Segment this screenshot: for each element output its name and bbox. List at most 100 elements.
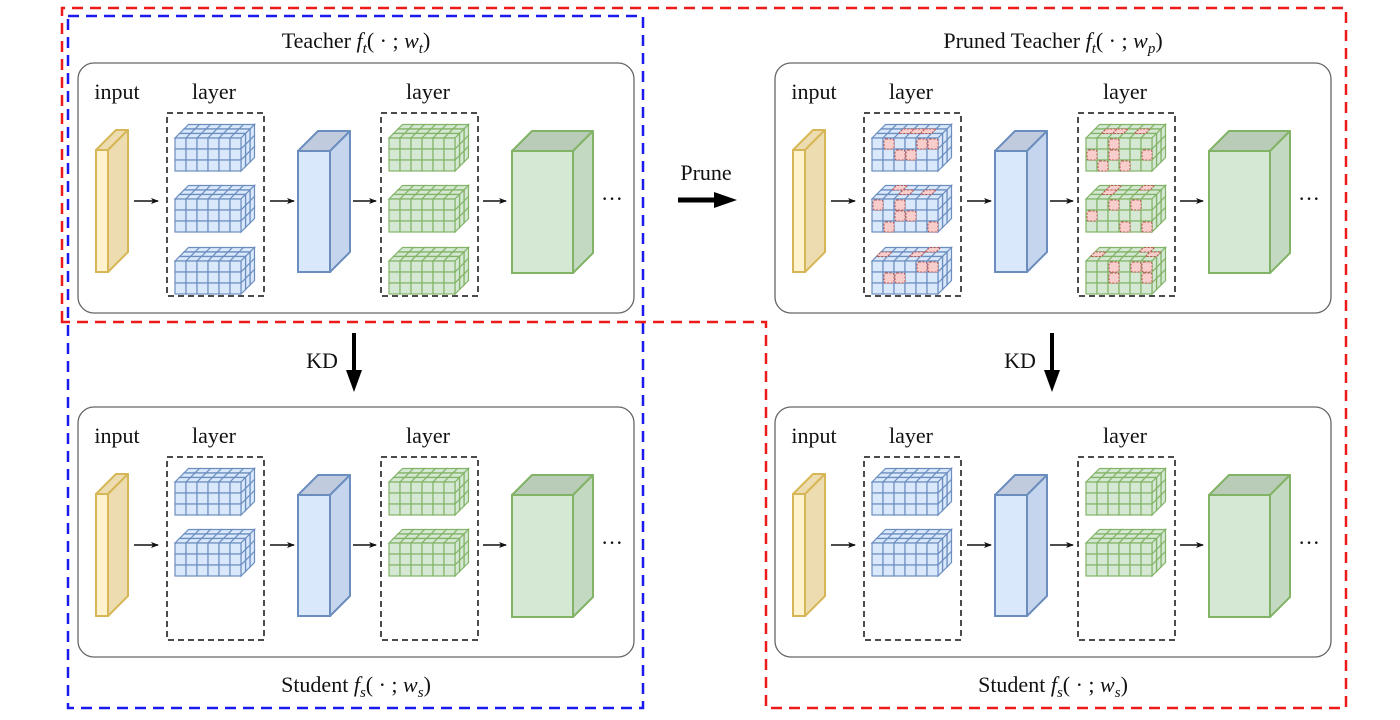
feature-map-block [297, 130, 351, 273]
pruned-weight [883, 221, 895, 233]
pruned-weight [1141, 149, 1153, 161]
title-weight-sub: s [1115, 685, 1121, 701]
kd-arrow-right-icon [1044, 370, 1060, 392]
title-prefix: Student [978, 672, 1051, 697]
pruned-weight [1108, 149, 1120, 161]
pruned-weight [1108, 199, 1120, 211]
pruned-weight [908, 251, 927, 257]
label-layer1: layer [889, 423, 934, 448]
pruned-weight [1100, 189, 1119, 195]
kd-label-left: KD [306, 348, 338, 373]
title-args: ( · ; [366, 672, 403, 697]
title-func: f [354, 672, 363, 697]
title-close: ) [1155, 28, 1162, 53]
model-title: Teacher ft( · ; wt) [282, 28, 431, 57]
pruned-weight [894, 199, 906, 211]
kd-arrow-right-group: KD [1004, 333, 1060, 392]
layer2-weight-block-3 [387, 246, 470, 296]
pruned-weight [916, 261, 928, 273]
pruned-weight [1141, 261, 1153, 273]
pruned-weight [1108, 261, 1120, 273]
label-layer2: layer [1103, 79, 1148, 104]
layer2-weight-block-3 [1084, 246, 1167, 296]
title-weight: w [1133, 28, 1148, 53]
pruned-weight [1130, 199, 1142, 211]
pruned-weight [1097, 160, 1109, 172]
layer1-weight-block-2 [870, 184, 953, 234]
layer1-weight-block-1 [870, 467, 953, 517]
title-close: ) [1121, 672, 1128, 697]
pruned-weight [1119, 221, 1131, 233]
title-func-sub: t [363, 41, 368, 57]
model-title: Student fs( · ; ws) [978, 672, 1128, 701]
label-input: input [791, 79, 836, 104]
label-layer1: layer [192, 423, 237, 448]
layer2-weight-block-2 [1084, 528, 1167, 578]
ellipsis: ··· [601, 530, 623, 555]
label-input: input [791, 423, 836, 448]
layer2-weight-block-2 [387, 184, 470, 234]
title-func: f [1051, 672, 1060, 697]
title-func: f [357, 28, 366, 53]
kd-arrow-left-icon [346, 370, 362, 392]
input-tensor [95, 473, 129, 617]
layer1-weight-block-2 [870, 528, 953, 578]
label-layer2: layer [406, 423, 451, 448]
label-input: input [94, 423, 139, 448]
layer1-weight-block-1 [870, 123, 953, 173]
layer2-weight-block-1 [1084, 467, 1167, 517]
feature-map-block [994, 130, 1048, 273]
output-feature-block [1208, 474, 1291, 618]
output-feature-block [511, 130, 594, 274]
pruned-weight [927, 138, 939, 150]
title-close: ) [424, 672, 431, 697]
model-title: Student fs( · ; ws) [281, 672, 431, 701]
title-close: ) [423, 28, 430, 53]
title-prefix: Pruned Teacher [943, 28, 1085, 53]
pruned-weight [1133, 128, 1152, 134]
layer2-weight-block-1 [1084, 123, 1167, 173]
pruned-weight [927, 221, 939, 233]
pruned-weight [1130, 261, 1142, 273]
pruned-weight [883, 138, 895, 150]
pruned-weight [1137, 247, 1156, 253]
kd-arrow-left-group: KD [306, 333, 362, 392]
pruned-weight [1086, 210, 1098, 222]
ellipsis: ··· [1298, 530, 1320, 555]
ellipsis: ··· [1298, 186, 1320, 211]
pruned-group-border [60, 6, 1348, 710]
pruned-weight [1108, 272, 1120, 284]
pruned-weight [894, 210, 906, 222]
title-weight: w [404, 28, 419, 53]
pruned-weight [1141, 272, 1153, 284]
pruned-weight [1119, 160, 1131, 172]
pruned-weight [1144, 251, 1163, 257]
layer1-weight-block-1 [173, 123, 256, 173]
pruned-weight [1086, 149, 1098, 161]
kd-label-right: KD [1004, 348, 1036, 373]
title-func-sub: s [360, 685, 366, 701]
layer2-weight-block-2 [387, 528, 470, 578]
ellipsis: ··· [601, 186, 623, 211]
pruned-weight [872, 199, 884, 211]
layer1-weight-block-3 [870, 246, 953, 296]
pruned-weight [927, 261, 939, 273]
pruned-weight [919, 128, 938, 134]
title-prefix: Student [281, 672, 354, 697]
title-args: ( · ; [367, 28, 404, 53]
title-prefix: Teacher [282, 28, 357, 53]
layer2-weight-block-1 [387, 123, 470, 173]
output-feature-block [1208, 130, 1291, 274]
title-weight: w [403, 672, 418, 697]
pruned-weight [1108, 138, 1120, 150]
title-func-sub: t [1092, 41, 1097, 57]
pruned-weight [923, 247, 942, 253]
title-args: ( · ; [1096, 28, 1133, 53]
pruned-weight [890, 185, 909, 191]
label-layer1: layer [889, 79, 934, 104]
pruned-weight [916, 138, 928, 150]
prune-arrow-icon [714, 192, 737, 208]
